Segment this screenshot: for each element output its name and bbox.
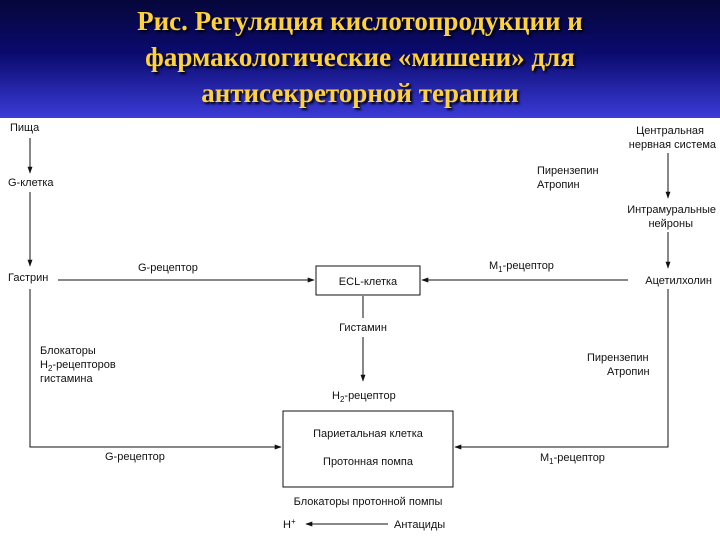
proton-pump-label: Протонная помпа: [323, 456, 414, 468]
h2-blockers-line1: Блокаторы: [40, 345, 96, 357]
h-plus-label: H+: [283, 517, 296, 531]
food-label: Пища: [10, 122, 40, 134]
ecl-cell-label: ECL-клетка: [339, 276, 398, 288]
ppi-label: Блокаторы протонной помпы: [294, 496, 443, 508]
title-line-2: фармакологические «мишени» для: [145, 42, 575, 72]
h2-receptor-label: H2-рецептор: [332, 390, 396, 404]
m1-receptor-top-label: M1-рецептор: [489, 260, 554, 274]
antacids-label: Антациды: [394, 519, 445, 531]
gastrin-label: Гастрин: [8, 272, 48, 284]
m1-receptor-bottom-label: M1-рецептор: [540, 452, 605, 466]
atropine-bottom-label: Атропин: [607, 366, 650, 378]
arrow-gastrin-to-parietal: [29, 289, 282, 450]
histamine-label: Гистамин: [339, 322, 387, 334]
title-line-1: Рис. Регуляция кислотопродукции и: [137, 6, 583, 36]
pirenzepine-bottom-label: Пирензепин: [587, 352, 649, 364]
ecl-cell-box: [315, 265, 421, 296]
h2-blockers-line2: H2-рецепторов: [40, 359, 116, 373]
title-line-3: антисекреторной терапии: [201, 78, 519, 108]
g-cell-label: G-клетка: [8, 177, 54, 189]
intramural-label-line2: нейроны: [648, 218, 693, 230]
atropine-top-label: Атропин: [537, 179, 580, 191]
parietal-cell-box: [282, 410, 454, 488]
acetylcholine-label: Ацетилхолин: [645, 275, 712, 287]
parietal-cell-label: Париетальная клетка: [313, 428, 424, 440]
pirenzepine-top-label: Пирензепин: [537, 165, 599, 177]
cns-label-line2: нервная система: [629, 139, 717, 151]
h2-blockers-line3: гистамина: [40, 373, 93, 385]
g-receptor-bottom-label: G-рецептор: [105, 451, 165, 463]
intramural-label-line1: Интрамуральные: [627, 204, 716, 216]
cns-label-line1: Центральная: [636, 125, 704, 137]
g-receptor-top-label: G-рецептор: [138, 262, 198, 274]
title-banner: Рис. Регуляция кислотопродукции и фармак…: [0, 0, 720, 118]
arrow-acetylcholine-to-parietal: [454, 289, 669, 450]
